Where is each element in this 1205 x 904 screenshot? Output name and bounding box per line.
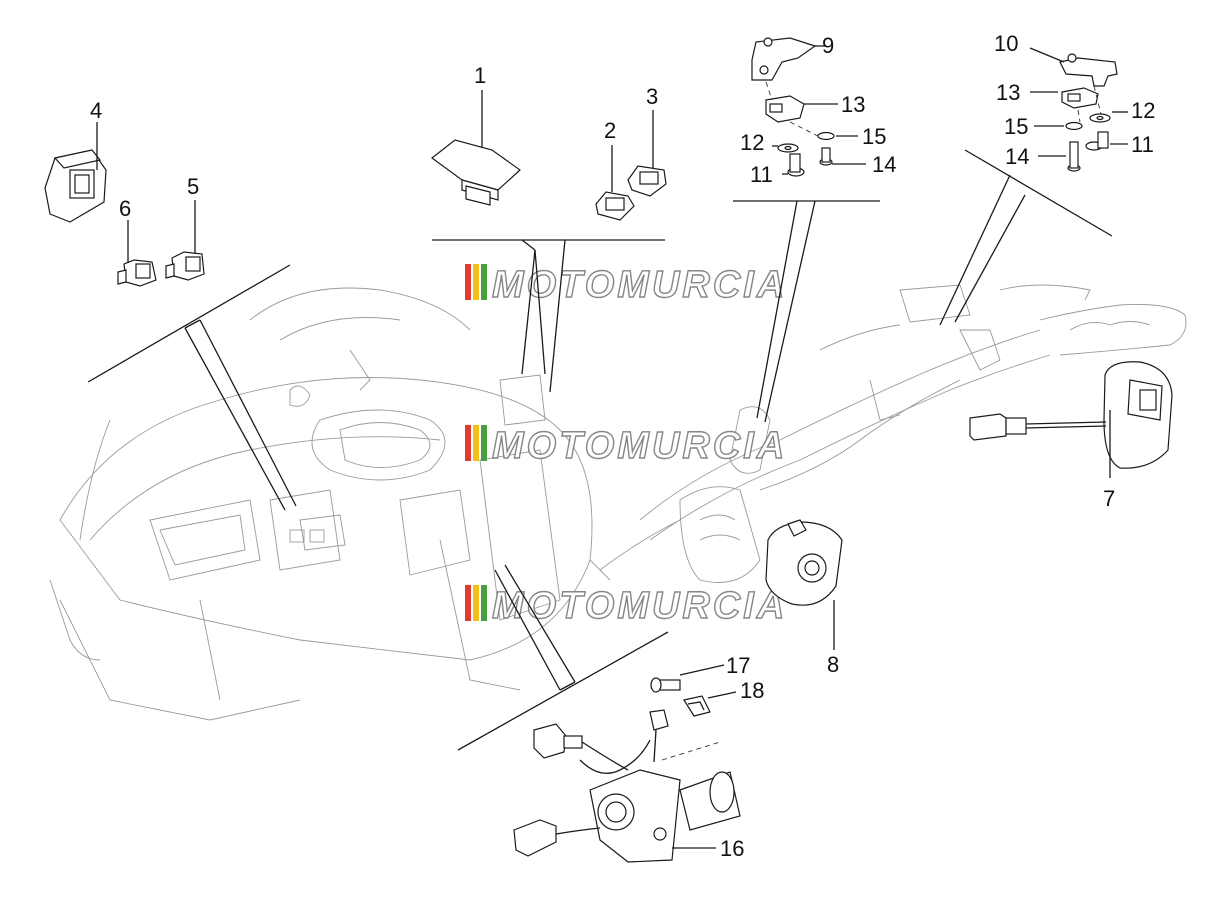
watermark-bottom: MOTOMURCIA [465, 584, 787, 628]
part-12-washer-right [1089, 111, 1128, 123]
watermark-middle: MOTOMURCIA [465, 424, 787, 468]
callout-12-left: 12 [740, 130, 764, 155]
handlebar-illustration [589, 284, 1187, 583]
part-3-switch [627, 110, 667, 197]
svg-text:MOTOMURCIA: MOTOMURCIA [492, 264, 787, 306]
dashboard-illustration [49, 287, 593, 721]
callout-14-left: 14 [872, 152, 896, 177]
callout-6: 6 [119, 196, 131, 221]
part-9-bracket [751, 37, 826, 81]
part-13-block-right [1030, 85, 1103, 123]
watermark-top: MOTOMURCIA [465, 263, 787, 307]
callout-1: 1 [474, 63, 486, 88]
part-15-washer-right [1034, 121, 1083, 131]
part-11-bolt-left [782, 153, 805, 177]
callout-11-left: 11 [750, 162, 773, 187]
svg-text:MOTOMURCIA: MOTOMURCIA [492, 425, 787, 467]
part-18-clip [683, 691, 737, 717]
callout-12-right: 12 [1131, 98, 1155, 123]
part-13-block-left [765, 81, 838, 137]
callout-5: 5 [187, 174, 199, 199]
part-5-switch [165, 200, 205, 281]
part-7-switch-housing [969, 361, 1173, 478]
part-4-switch [44, 122, 107, 223]
part-1-cover [431, 90, 521, 206]
callout-9: 9 [822, 33, 834, 58]
callout-3: 3 [646, 84, 658, 109]
callout-13-left: 13 [841, 92, 865, 117]
part-6-switch [117, 220, 157, 287]
callout-18: 18 [740, 678, 764, 703]
callout-10: 10 [994, 31, 1018, 56]
part-15-washer-left [817, 131, 858, 141]
pointer-lines [87, 149, 1113, 751]
part-14-screw-right [1038, 141, 1081, 172]
callout-4: 4 [90, 98, 102, 123]
callout-15-left: 15 [862, 124, 886, 149]
part-16-ignition-assembly [513, 709, 741, 863]
callout-2: 2 [604, 118, 616, 143]
part-8-switch-housing [765, 519, 843, 650]
callout-labels: 1 2 3 4 5 6 7 8 9 10 11 11 12 12 13 13 1… [90, 31, 1155, 861]
callout-16: 16 [720, 836, 744, 861]
part-2-switch [595, 145, 635, 221]
callout-17: 17 [726, 653, 750, 678]
part-11-bolt-right [1085, 131, 1128, 151]
callout-15-right: 15 [1004, 114, 1028, 139]
part-10-bracket [1029, 47, 1118, 87]
svg-text:MOTOMURCIA: MOTOMURCIA [492, 585, 787, 627]
callout-14-right: 14 [1005, 144, 1029, 169]
part-17-screw [650, 664, 725, 693]
part-12-washer-left [772, 143, 799, 153]
callout-11-right: 11 [1131, 132, 1154, 157]
callout-13-right: 13 [996, 80, 1020, 105]
callout-7: 7 [1103, 486, 1115, 511]
callout-8: 8 [827, 652, 839, 677]
part-14-screw-left [819, 147, 866, 166]
